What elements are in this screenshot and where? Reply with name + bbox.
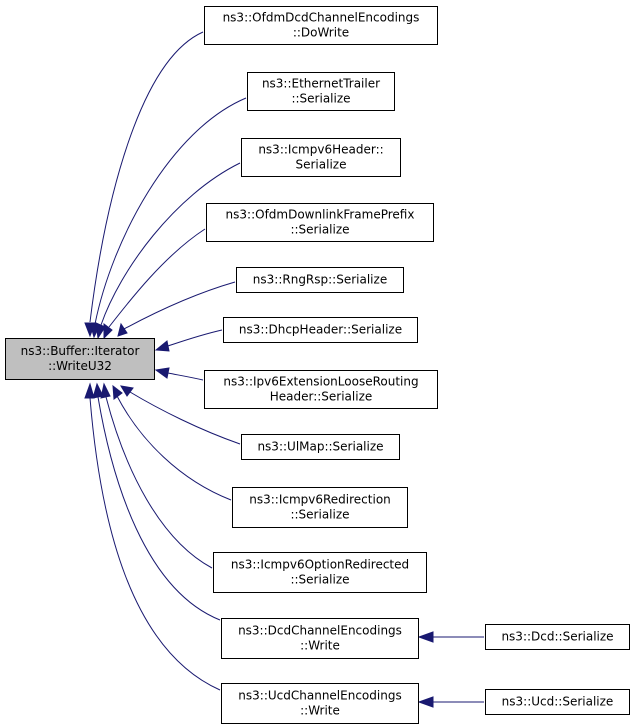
node-label-line: ::Serialize [291, 92, 350, 106]
node-label-line: ns3::Buffer::Iterator [21, 344, 140, 358]
caller-node-n14[interactable]: ns3::Ucd::Serialize [485, 689, 630, 715]
arrow-head-icon [117, 322, 128, 337]
edge-n12-root [84, 382, 221, 691]
node-label-line: ns3::OfdmDownlinkFramePrefix [226, 208, 415, 222]
caller-node-n9[interactable]: ns3::Icmpv6Redirection::Serialize [232, 487, 408, 528]
node-label-line: ns3::OfdmDcdChannelEncodings [223, 11, 420, 25]
edge-line [123, 281, 236, 330]
node-label-line: ::Serialize [290, 223, 349, 237]
edge-n4-root [103, 228, 206, 340]
arrow-head-icon [112, 384, 123, 400]
edge-line [108, 228, 206, 328]
caller-node-n6[interactable]: ns3::DhcpHeader::Serialize [223, 317, 418, 343]
arrow-head-icon [417, 696, 434, 708]
edge-n7-root [154, 367, 204, 381]
node-label-line: ns3::Icmpv6Header:: [258, 143, 383, 157]
node-label-line: ::Write [300, 704, 340, 718]
edges-layer [84, 31, 484, 708]
node-label-line: ::Write [300, 639, 340, 653]
edge-n9-root [112, 384, 232, 501]
edge-n11-root [92, 382, 221, 621]
edge-n5-root [117, 281, 236, 337]
edge-n10-root [100, 382, 213, 569]
edge-n6-root [154, 329, 223, 352]
edge-line [97, 396, 221, 621]
node-label-line: ::WriteU32 [48, 359, 112, 373]
node-box [232, 487, 408, 528]
edge-line [105, 396, 213, 569]
node-box [221, 618, 419, 659]
node-box [223, 317, 418, 343]
edge-line [167, 372, 204, 381]
node-box [206, 203, 434, 242]
caller-node-n13[interactable]: ns3::Dcd::Serialize [485, 624, 630, 650]
caller-node-n5[interactable]: ns3::RngRsp::Serialize [236, 267, 404, 293]
node-label-line: ns3::Ipv6ExtensionLooseRouting [223, 375, 418, 389]
node-label-line: ns3::Icmpv6OptionRedirected [231, 558, 409, 572]
root-node[interactable]: ns3::Buffer::Iterator::WriteU32 [5, 338, 155, 380]
node-box [247, 72, 395, 111]
edge-n8-root [120, 385, 241, 445]
caller-node-n3[interactable]: ns3::Icmpv6Header::Serialize [241, 138, 401, 177]
node-box [221, 683, 419, 724]
node-box [241, 434, 400, 460]
edge-n13-n11 [417, 631, 484, 643]
node-label-line: ns3::EthernetTrailer [262, 77, 380, 91]
arrow-head-icon [103, 323, 113, 340]
node-label-line: ns3::Dcd::Serialize [501, 630, 613, 644]
node-label-line: ::Serialize [290, 573, 349, 587]
edge-n1-root [84, 31, 204, 338]
node-label-line: ::Serialize [290, 508, 349, 522]
edge-line [89, 397, 221, 691]
edge-n3-root [95, 162, 241, 340]
node-box [204, 6, 438, 45]
caller-node-n10[interactable]: ns3::Icmpv6OptionRedirected::Serialize [213, 552, 427, 593]
caller-node-n11[interactable]: ns3::DcdChannelEncodings::Write [221, 618, 419, 659]
node-box [213, 552, 427, 593]
arrow-head-icon [95, 322, 106, 340]
node-label-line: ns3::Ucd::Serialize [502, 695, 614, 709]
caller-node-n4[interactable]: ns3::OfdmDownlinkFramePrefix::Serialize [206, 203, 434, 242]
node-box [241, 138, 401, 177]
node-label-line: ns3::UcdChannelEncodings [238, 689, 401, 703]
node-box [485, 624, 630, 650]
edge-line [94, 97, 247, 325]
caller-node-n7[interactable]: ns3::Ipv6ExtensionLooseRoutingHeader::Se… [204, 370, 438, 409]
node-label-line: ns3::RngRsp::Serialize [253, 273, 387, 287]
node-box [5, 338, 155, 380]
arrow-head-icon [120, 385, 134, 397]
nodes-layer: ns3::Buffer::Iterator::WriteU32 ns3::Ofdm… [5, 6, 630, 724]
node-box [204, 370, 438, 409]
node-label-line: Header::Serialize [270, 390, 373, 404]
arrow-head-icon [92, 382, 104, 399]
arrow-head-icon [417, 631, 434, 643]
node-label-line: ns3::Icmpv6Redirection [249, 493, 391, 507]
edge-line [100, 162, 241, 326]
caller-node-n8[interactable]: ns3::UlMap::Serialize [241, 434, 400, 460]
arrow-head-icon [100, 382, 111, 399]
node-label-line: ::DoWrite [293, 26, 349, 40]
edge-n14-n12 [417, 696, 484, 708]
arrow-head-icon [154, 340, 170, 352]
node-box [236, 267, 404, 293]
edge-line [129, 391, 241, 445]
node-label-line: Serialize [296, 158, 347, 172]
node-label-line: ns3::DhcpHeader::Serialize [239, 323, 402, 337]
edge-line [89, 31, 204, 323]
caller-node-n12[interactable]: ns3::UcdChannelEncodings::Write [221, 683, 419, 724]
edge-line [116, 395, 232, 501]
caller-node-n1[interactable]: ns3::OfdmDcdChannelEncodings::DoWrite [204, 6, 438, 45]
node-box [485, 689, 630, 715]
node-label-line: ns3::DcdChannelEncodings [238, 624, 402, 638]
node-label-line: ns3::UlMap::Serialize [257, 440, 383, 454]
arrow-head-icon [84, 382, 95, 399]
arrow-head-icon [154, 367, 170, 379]
caller-node-n2[interactable]: ns3::EthernetTrailer::Serialize [247, 72, 395, 111]
edge-line [167, 329, 223, 347]
